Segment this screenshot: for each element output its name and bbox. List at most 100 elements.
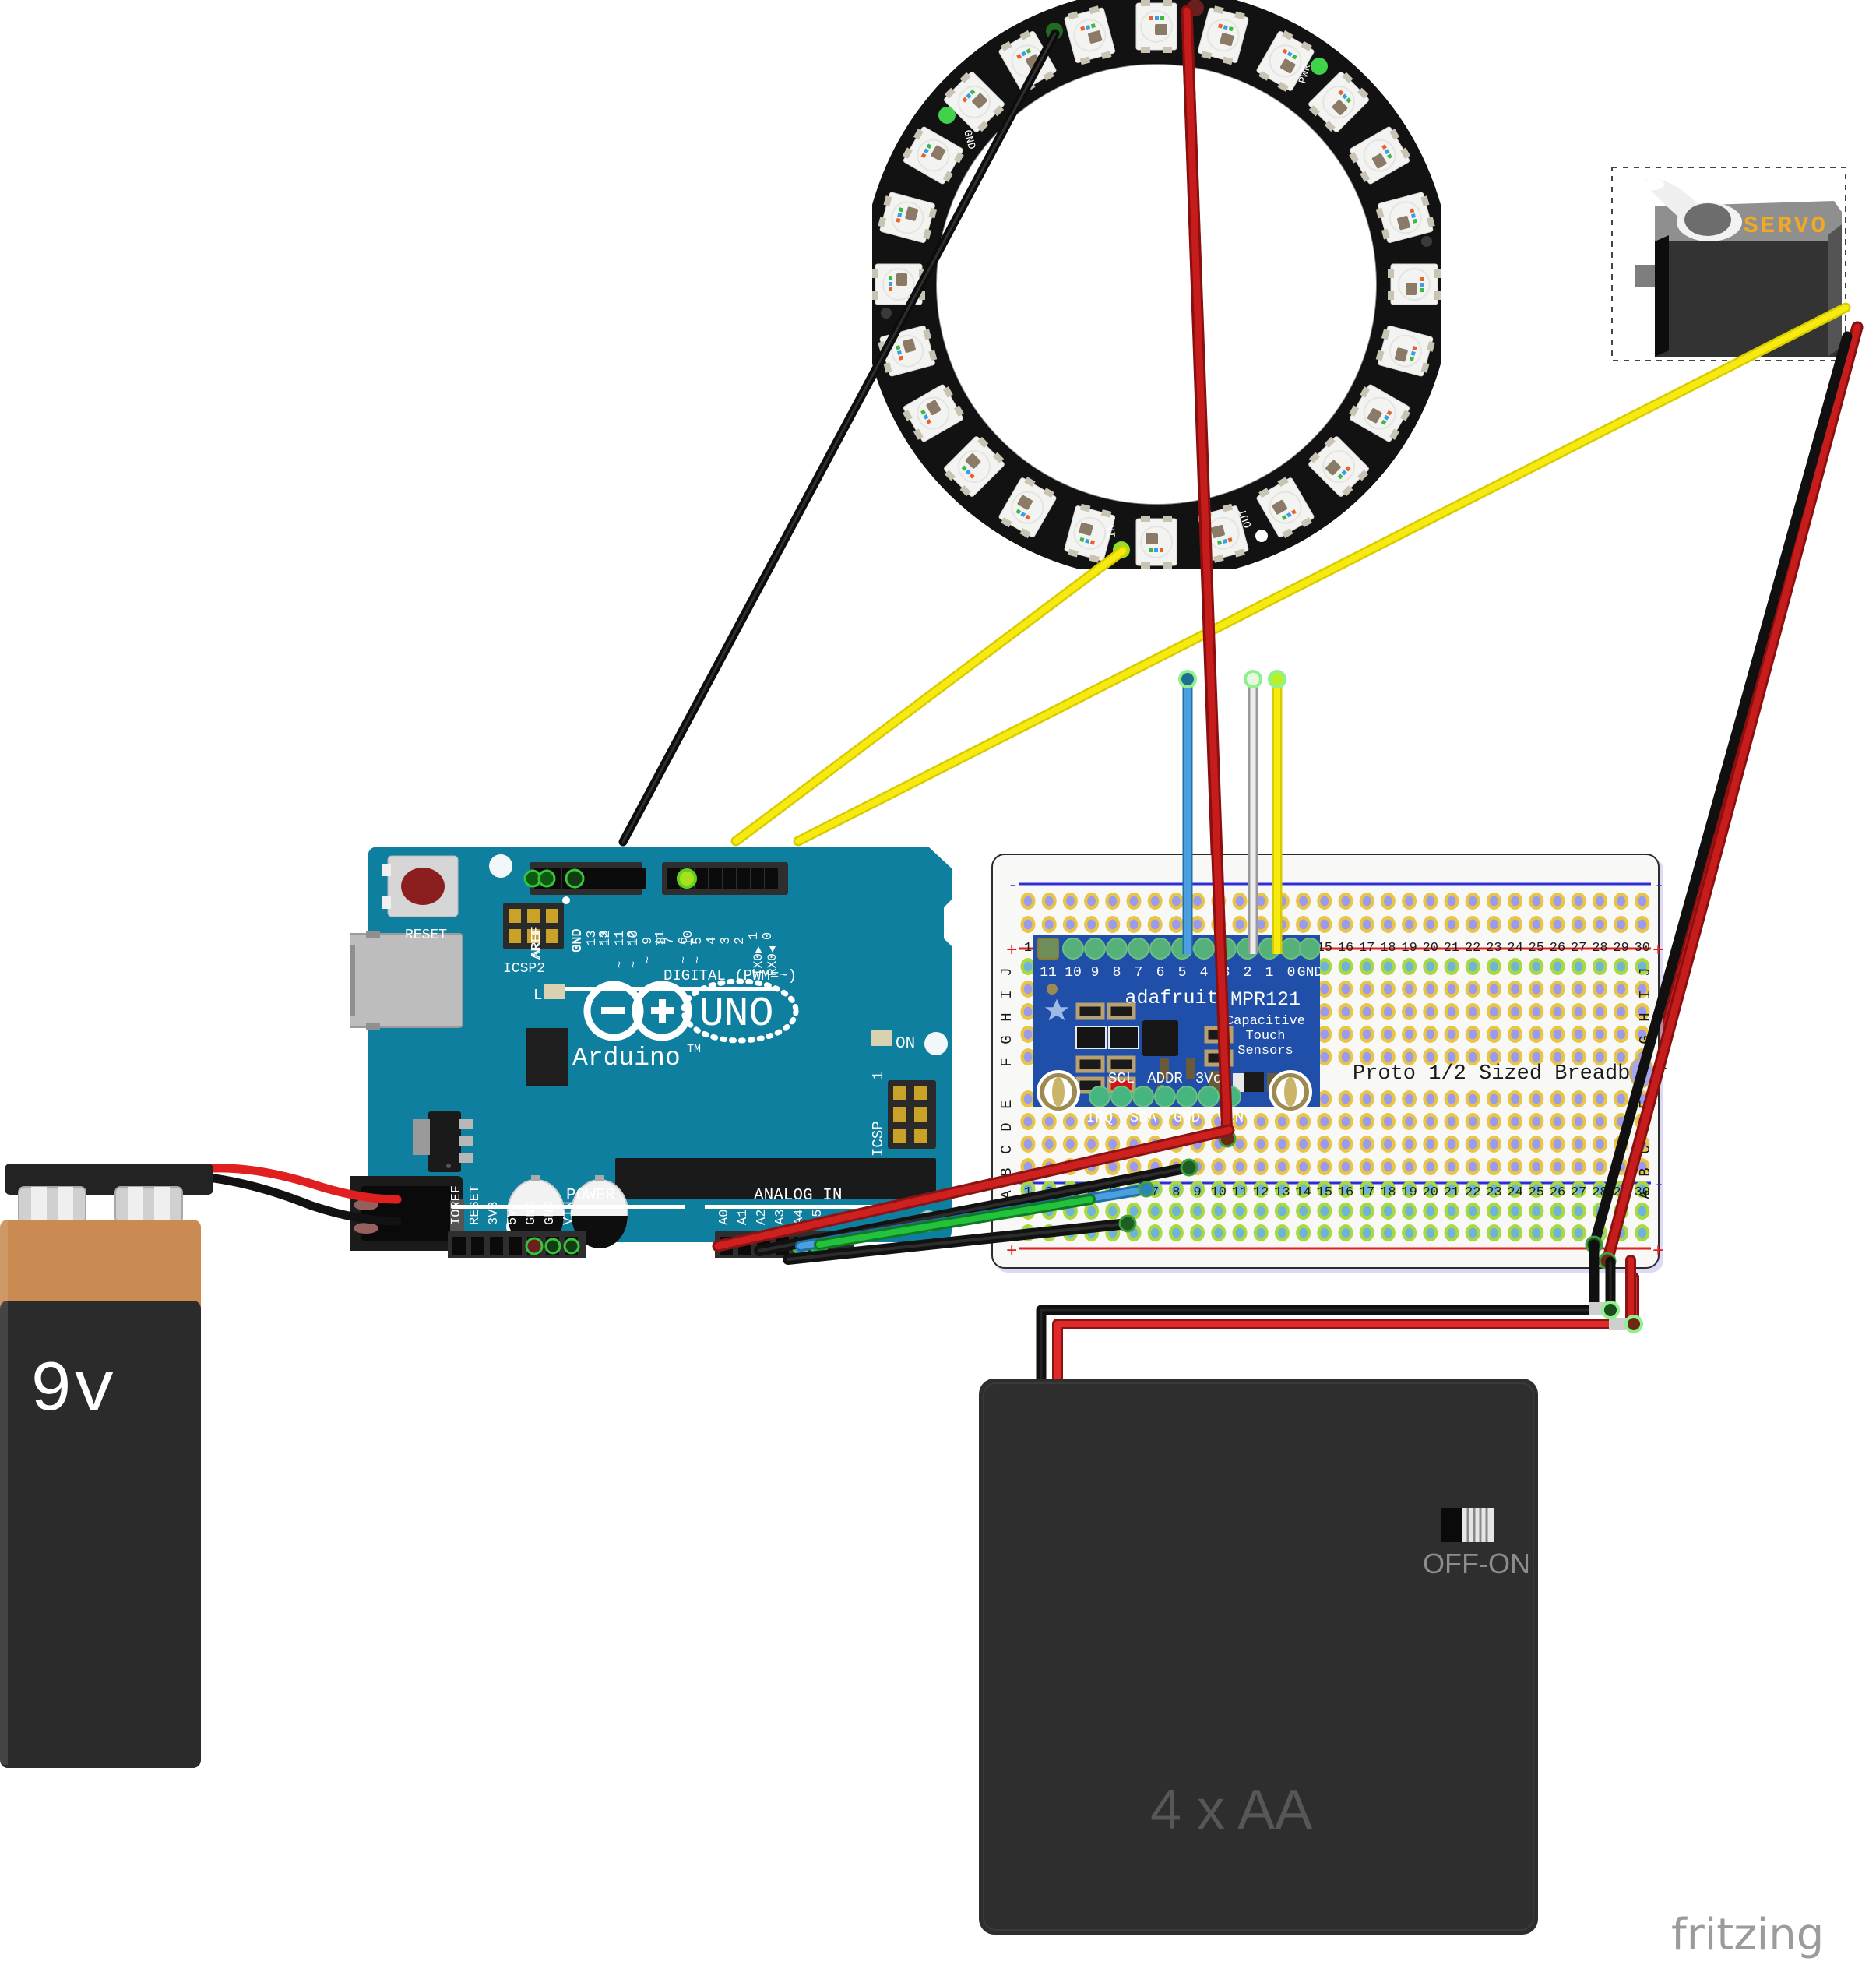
battery-pack-switch[interactable] (1441, 1508, 1494, 1542)
neopixel-pad-gnd2 (938, 107, 956, 124)
pwm-6: ~ (678, 956, 691, 963)
lbl-a2: A2 (755, 1210, 769, 1225)
arduino-brand: Arduino (572, 1044, 681, 1072)
lbl-a1: A1 (736, 1210, 751, 1225)
mpr121-bottom-pads (1089, 1086, 1241, 1107)
neopixel-label-gnd: GND (960, 129, 977, 151)
lbl-3: 3 (719, 937, 734, 945)
uno-badge: UNO (681, 978, 799, 1044)
power-header-title: POWER (566, 1187, 615, 1205)
wire-5v-vin (714, 1126, 1233, 1250)
breadboard-column-label-b: 17 (1359, 1185, 1374, 1200)
lbl-11: 11 (613, 931, 628, 946)
svg-text:0: 0 (1287, 965, 1296, 981)
breadboard-column-label-t: 1 (1024, 941, 1032, 956)
servo-component[interactable]: SERVO (1608, 164, 1857, 370)
lbl-9: 9 (641, 937, 656, 945)
mpr121-pin-labels-upper: SCL ADDR 3Vo (1108, 1070, 1222, 1087)
rail-marker-neg-top: - (1008, 876, 1018, 896)
breadboard-column-label-b: 7 (1151, 1185, 1159, 1200)
lbl-a0: A0 (717, 1210, 732, 1225)
svg-text:4: 4 (1200, 965, 1209, 981)
breadboard-column-label-t: 24 (1507, 941, 1522, 956)
led-label-l: L (533, 987, 542, 1004)
svg-text:GND: GND (1297, 965, 1320, 981)
mpr121-component[interactable]: 11 10 9 8 7 6 5 4 3 2 1 0 GND adafruit! … (1033, 935, 1320, 1145)
usb-chip (526, 1028, 568, 1086)
svg-text:3Vo: 3Vo (1195, 1070, 1222, 1087)
lbl-aref: AREF (530, 928, 544, 960)
breadboard-column-label-t: 22 (1465, 941, 1480, 956)
pwm-5: ~ (692, 956, 705, 963)
icsp-label: ICSP (870, 1121, 887, 1157)
lbl-tx0: TX0 (751, 953, 766, 976)
lbl-8: 8 (655, 937, 670, 945)
lbl-5: 5 (691, 937, 706, 945)
pin-label-13: 13 (597, 931, 612, 946)
mpr121-sub3: Sensors (1237, 1044, 1293, 1058)
pwm-11: ~ (614, 961, 627, 968)
lbl-5v: 5V (505, 1209, 520, 1225)
mpr121-sub1: Capacitive (1226, 1014, 1305, 1029)
battery-pack-label: 4 x AA (1150, 1779, 1312, 1841)
rail-marker-pos-bot-r: + (1652, 1241, 1663, 1262)
breadboard-row-label-left: E (998, 1100, 1015, 1108)
servo-selection-box (1611, 167, 1846, 361)
battery-9v-label: 9v (30, 1350, 115, 1431)
wire-a5-scl (816, 1196, 1093, 1248)
breadboard-column-label-b: 26 (1550, 1185, 1565, 1200)
atmega-chip (615, 1158, 936, 1199)
battery-9v-top (0, 1220, 201, 1313)
breadboard-column-label-b: 22 (1465, 1185, 1480, 1200)
lbl-4: 4 (705, 937, 720, 945)
breadboard-column-label-t: 18 (1380, 941, 1396, 956)
breadboard-column-label-b: 12 (1253, 1185, 1269, 1200)
led-label-on: ON (896, 1035, 915, 1053)
pin-label-aref: AREF (530, 926, 544, 958)
led-on (871, 1030, 892, 1046)
breadboard-column-label-b: 20 (1423, 1185, 1438, 1200)
breadboard-column-label-b: 13 (1274, 1185, 1290, 1200)
svg-text:5: 5 (1178, 965, 1187, 981)
battery-9v-component[interactable]: 9v (0, 1153, 218, 1776)
breadboard-row-label-right: B (1637, 1167, 1654, 1176)
breadboard-row-label-left: D (998, 1122, 1015, 1131)
svg-text:IRQ: IRQ (1086, 1109, 1113, 1126)
battery-pack-component[interactable]: OFF-ON 4 x AA (977, 1377, 1541, 1938)
arduino-uno-component[interactable]: RESET ICSP2 AREF GND (350, 822, 981, 1258)
breadboard-column-label-b: 18 (1380, 1185, 1396, 1200)
lbl-1: 1 (747, 932, 762, 940)
breadboard-row-label-left: B (998, 1167, 1015, 1176)
arduino-trademark: TM (687, 1043, 701, 1056)
adafruit-logo (1044, 998, 1069, 1021)
breadboard-row-label-left: H (998, 1012, 1015, 1021)
breadboard-row-label-right: J (1637, 967, 1654, 976)
svg-text:1: 1 (1265, 965, 1274, 981)
breadboard-column-label-t: 25 (1529, 941, 1544, 956)
icsp-pin1-label: 1 (870, 1072, 887, 1080)
voltage-regulator (428, 1111, 461, 1172)
breadboard-row-label-left: F (998, 1058, 1015, 1066)
breadboard-column-label-b: 16 (1338, 1185, 1353, 1200)
breadboard-column-label-t: 26 (1550, 941, 1565, 956)
neopixel-ring-component[interactable]: PWR GND IN OUT (872, 0, 1441, 569)
breadboard-column-label-t: 27 (1571, 941, 1586, 956)
breadboard-column-label-b: 14 (1295, 1185, 1311, 1200)
pin-label-10: 10 (681, 931, 696, 946)
lbl-gnd-a: GND (524, 1201, 539, 1225)
lbl-gnd-b: GND (543, 1201, 558, 1225)
icsp-header[interactable] (888, 1080, 936, 1149)
lbl-0: 0 (761, 932, 776, 940)
icsp2-header[interactable] (503, 903, 564, 949)
digital-header-title: DIGITAL (PWM=~) (663, 967, 797, 984)
breadboard-column-label-t: 17 (1359, 941, 1374, 956)
socket-gnd-b (563, 1238, 580, 1255)
breadboard-column-label-b: 21 (1444, 1185, 1459, 1200)
breadboard-column-label-b: 15 (1317, 1185, 1332, 1200)
neopixel-label-pwr: PWR (1297, 62, 1314, 85)
breadboard-column-label-b: 25 (1529, 1185, 1544, 1200)
breadboard-column-label-b: 10 (1211, 1185, 1227, 1200)
lbl-rx0: RX0 (766, 953, 780, 976)
breadboard-column-label-b: 9 (1193, 1185, 1201, 1200)
